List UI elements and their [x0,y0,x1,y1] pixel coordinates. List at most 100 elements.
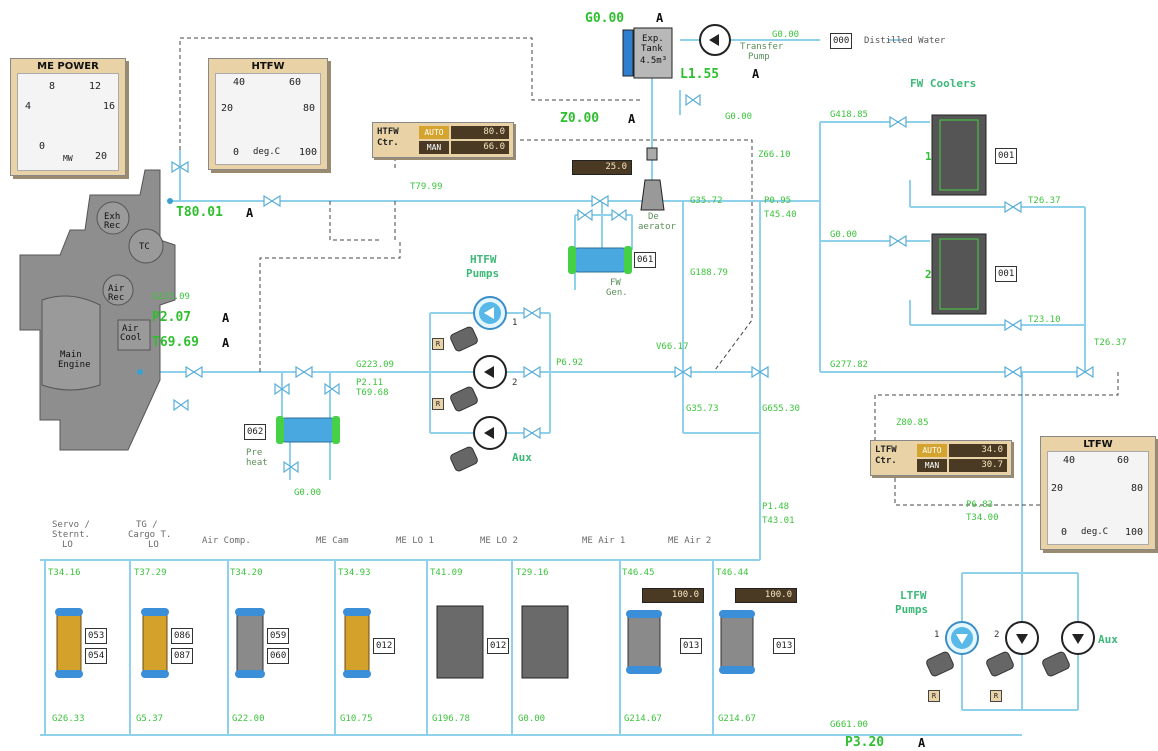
manual-mode-button[interactable]: MAN [917,459,947,472]
consumer-flow: G10.75 [340,714,373,724]
htfw-pumps-title: HTFW [470,253,497,266]
deaerator-flow-reading: G35.72 [690,196,723,206]
engine-label: Rec [108,293,125,303]
consumer-name: ME Air 1 [582,536,626,546]
fw-gen-flow-reading: G188.79 [690,268,728,278]
me-air-2-setpoint[interactable]: 100.0 [735,588,797,603]
pumps [450,24,1095,677]
alarm-flag: A [752,67,760,81]
ht-aux-pump-label: Aux [512,451,532,464]
gauge-face [1047,451,1149,545]
consumer-id: 060 [267,648,290,664]
auto-mode-button[interactable]: AUTO [917,444,947,457]
tank-valve-reading: Z0.00 [560,111,600,126]
consumer-flow: G0.00 [518,714,546,724]
consumer-name: Servo / [52,520,90,530]
alarm-flag: A [246,206,254,220]
cooler-temp-reading: T45.40 [764,210,797,220]
consumer-name: Air Comp. [202,536,251,546]
gauge-tick: 16 [103,101,116,112]
consumer-name: LO [62,540,73,550]
return-temp-reading: T69.68 [356,388,389,398]
tank-level-reading: L1.55 [680,67,720,82]
consumer-flow: G196.78 [432,714,470,724]
ltfw-pumps-title: Pumps [895,603,929,616]
mix-flow-reading: G35.73 [686,404,719,414]
lt-valve-reading: Z80.85 [896,418,929,428]
ht-pump-2-number: 2 [512,378,518,388]
tank-inflow-reading: G0.00 [585,11,625,26]
gauge-tick: 8 [49,81,56,92]
lt-pressure-reading: P6.83 [966,500,994,510]
consumer-id: 012 [373,638,396,654]
htfw-gauge: HTFW 0 20 40 60 80 100 deg.C [208,58,328,170]
auto-setpoint-field[interactable]: 34.0 [949,444,1007,457]
fw-gen-label: Gen. [606,288,628,298]
engine-label: Rec [104,221,121,231]
fw-coolers-title: FW Coolers [910,77,977,90]
lo-header-temp: T43.01 [762,516,795,526]
auto-mode-button[interactable]: AUTO [419,126,449,139]
gauge-tick: 80 [303,103,316,114]
consumer-temp: T29.16 [516,568,549,578]
pump-remote-button[interactable]: R [432,338,444,350]
consumer-temp: T46.45 [622,568,655,578]
engine-outlet-temp: T80.01 [176,205,223,220]
pump-remote-button[interactable]: R [990,690,1002,702]
signal-lines [179,37,1119,506]
gauge-tick: 20 [95,151,108,162]
cooler-pressure-reading: P0.95 [764,196,792,206]
consumer-id: 053 [85,628,108,644]
manual-mode-button[interactable]: MAN [419,141,449,154]
main-engine-shape [19,169,176,451]
lt-aux-pump-label: Aux [1098,633,1118,646]
auto-setpoint-field[interactable]: 80.0 [451,126,509,139]
consumer-temp: T46.44 [716,568,749,578]
gauge-tick: 100 [1125,527,1144,538]
ltfw-pumps-title: LTFW [900,589,927,602]
gauge-unit: MW [63,154,73,163]
engine-label: Engine [58,360,91,370]
engine-label: Main [60,350,82,360]
deaerator-label: aerator [638,222,676,232]
gauge-tick: 12 [89,81,102,92]
pump-remote-button[interactable]: R [928,690,940,702]
manual-output-field[interactable]: 30.7 [949,459,1007,472]
gauge-tick: 0 [1061,527,1068,538]
gauge-title: ME POWER [37,61,99,72]
cooler-2-number: 2 [925,268,932,281]
consumer-temp: T41.09 [430,568,463,578]
cooler-1-number: 1 [925,150,932,163]
consumer-id: 087 [171,648,194,664]
controller-label: Ctr. [875,456,897,466]
me-air-1-setpoint[interactable]: 100.0 [642,588,704,603]
tank-label: 4.5m³ [640,56,668,66]
engine-label: TC [139,242,150,252]
transfer-pump-label: Pump [748,52,770,62]
gauge-tick: 0 [233,147,240,158]
gauge-tick: 40 [1063,455,1076,466]
consumer-flow: G22.00 [232,714,265,724]
bypass-flow-reading: G655.30 [762,404,800,414]
fw-gen-setpoint[interactable]: 25.0 [572,160,632,175]
manual-output-field[interactable]: 66.0 [451,141,509,154]
consumer-flow: G26.33 [52,714,85,724]
consumer-name: LO [148,540,159,550]
engine-flow-reading: G223.09 [152,292,190,302]
return-flow-reading: G223.09 [356,360,394,370]
gauge-unit: deg.C [1081,527,1109,537]
gauge-tick: 40 [233,77,246,88]
deaerator-label: De [648,212,659,222]
cooler-1-id: 001 [995,148,1018,164]
consumer-id: 013 [680,638,703,654]
three-way-valve-reading: Z66.10 [758,150,791,160]
lt-pump-1-number: 1 [934,630,940,640]
fw-gen-id: 061 [634,252,657,268]
consumer-flow: G5.37 [136,714,164,724]
pump-remote-button[interactable]: R [432,398,444,410]
consumer-id: 012 [487,638,510,654]
gauge-tick: 80 [1131,483,1144,494]
lt-return-flow: G661.00 [830,720,868,730]
